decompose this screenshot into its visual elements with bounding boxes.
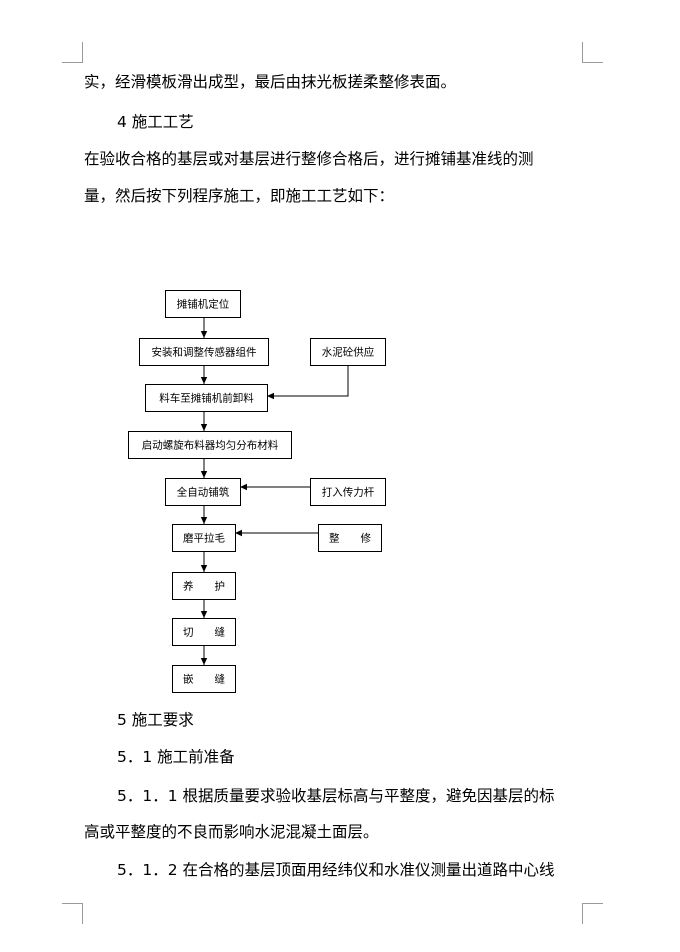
flow-arrow-n7-to-n6 (240, 483, 310, 491)
flow-step-n8: 磨平拉毛 (172, 524, 236, 552)
flow-step-n7: 打入传力杆 (310, 478, 386, 506)
flow-step-n6: 全自动铺筑 (165, 478, 241, 506)
heading-section-4: 4 施工工艺 (117, 113, 194, 131)
flow-step-n9: 整 修 (318, 524, 382, 552)
flow-step-n1: 摊铺机定位 (165, 290, 241, 318)
flow-step-label: 整 修 (329, 532, 371, 545)
flow-step-n2: 安装和调整传感器组件 (139, 338, 269, 366)
flow-step-n3: 水泥砼供应 (310, 338, 386, 366)
crop-mark-top-left (62, 42, 83, 63)
paragraph-continuation: 实，经滑模板滑出成型，最后由抹光板搓柔整修表面。 (84, 73, 457, 91)
crop-mark-top-right (582, 42, 603, 63)
flow-arrow-n9-to-n8 (235, 529, 318, 537)
flow-arrow-n11-to-n12 (200, 645, 208, 665)
flow-step-n10: 养 护 (172, 572, 236, 600)
flow-step-n12: 嵌 缝 (172, 665, 236, 693)
flow-step-label: 全自动铺筑 (177, 486, 230, 499)
heading-section-5: 5 施工要求 (117, 711, 194, 729)
crop-mark-bottom-left (62, 903, 83, 924)
flow-step-label: 启动螺旋布料器均匀分布材料 (142, 439, 279, 452)
flow-arrow-n6-to-n8 (200, 505, 208, 524)
flow-step-n4: 料车至摊铺机前卸料 (145, 384, 268, 412)
flow-step-label: 嵌 缝 (183, 673, 225, 686)
flow-arrow-n2-to-n4 (200, 365, 208, 384)
flow-step-n11: 切 缝 (172, 618, 236, 646)
flow-arrow-n5-to-n6 (200, 458, 208, 478)
flow-step-label: 打入传力杆 (322, 486, 375, 499)
flow-step-label: 切 缝 (183, 626, 225, 639)
flow-arrow-n3-to-n4 (267, 365, 349, 400)
flow-arrow-n1-to-n2 (200, 317, 208, 338)
flow-step-label: 水泥砼供应 (322, 346, 375, 359)
paragraph-5-1-1-line-1: 5．1．1 根据质量要求验收基层标高与平整度，避免因基层的标 (117, 787, 555, 805)
paragraph-5-1-2-line-1: 5．1．2 在合格的基层顶面用经纬仪和水准仪测量出道路中心线 (117, 861, 555, 879)
flow-arrow-n4-to-n5 (200, 411, 208, 431)
flow-step-n5: 启动螺旋布料器均匀分布材料 (128, 431, 292, 459)
flow-step-label: 养 护 (183, 580, 225, 593)
flow-step-label: 摊铺机定位 (177, 298, 230, 311)
heading-section-5-1: 5．1 施工前准备 (117, 748, 235, 766)
paragraph-process-line-2: 量，然后按下列程序施工，即施工工艺如下： (84, 187, 395, 205)
flow-step-label: 磨平拉毛 (183, 532, 225, 545)
flow-arrow-n10-to-n11 (200, 599, 208, 618)
paragraph-process-line-1: 在验收合格的基层或对基层进行整修合格后，进行摊铺基准线的测 (84, 150, 534, 168)
paragraph-5-1-1-line-2: 高或平整度的不良而影响水泥混凝土面层。 (84, 823, 379, 841)
flow-step-label: 安装和调整传感器组件 (152, 346, 257, 359)
flow-step-label: 料车至摊铺机前卸料 (159, 392, 254, 405)
flow-arrow-n8-to-n10 (200, 551, 208, 572)
crop-mark-bottom-right (582, 903, 603, 924)
